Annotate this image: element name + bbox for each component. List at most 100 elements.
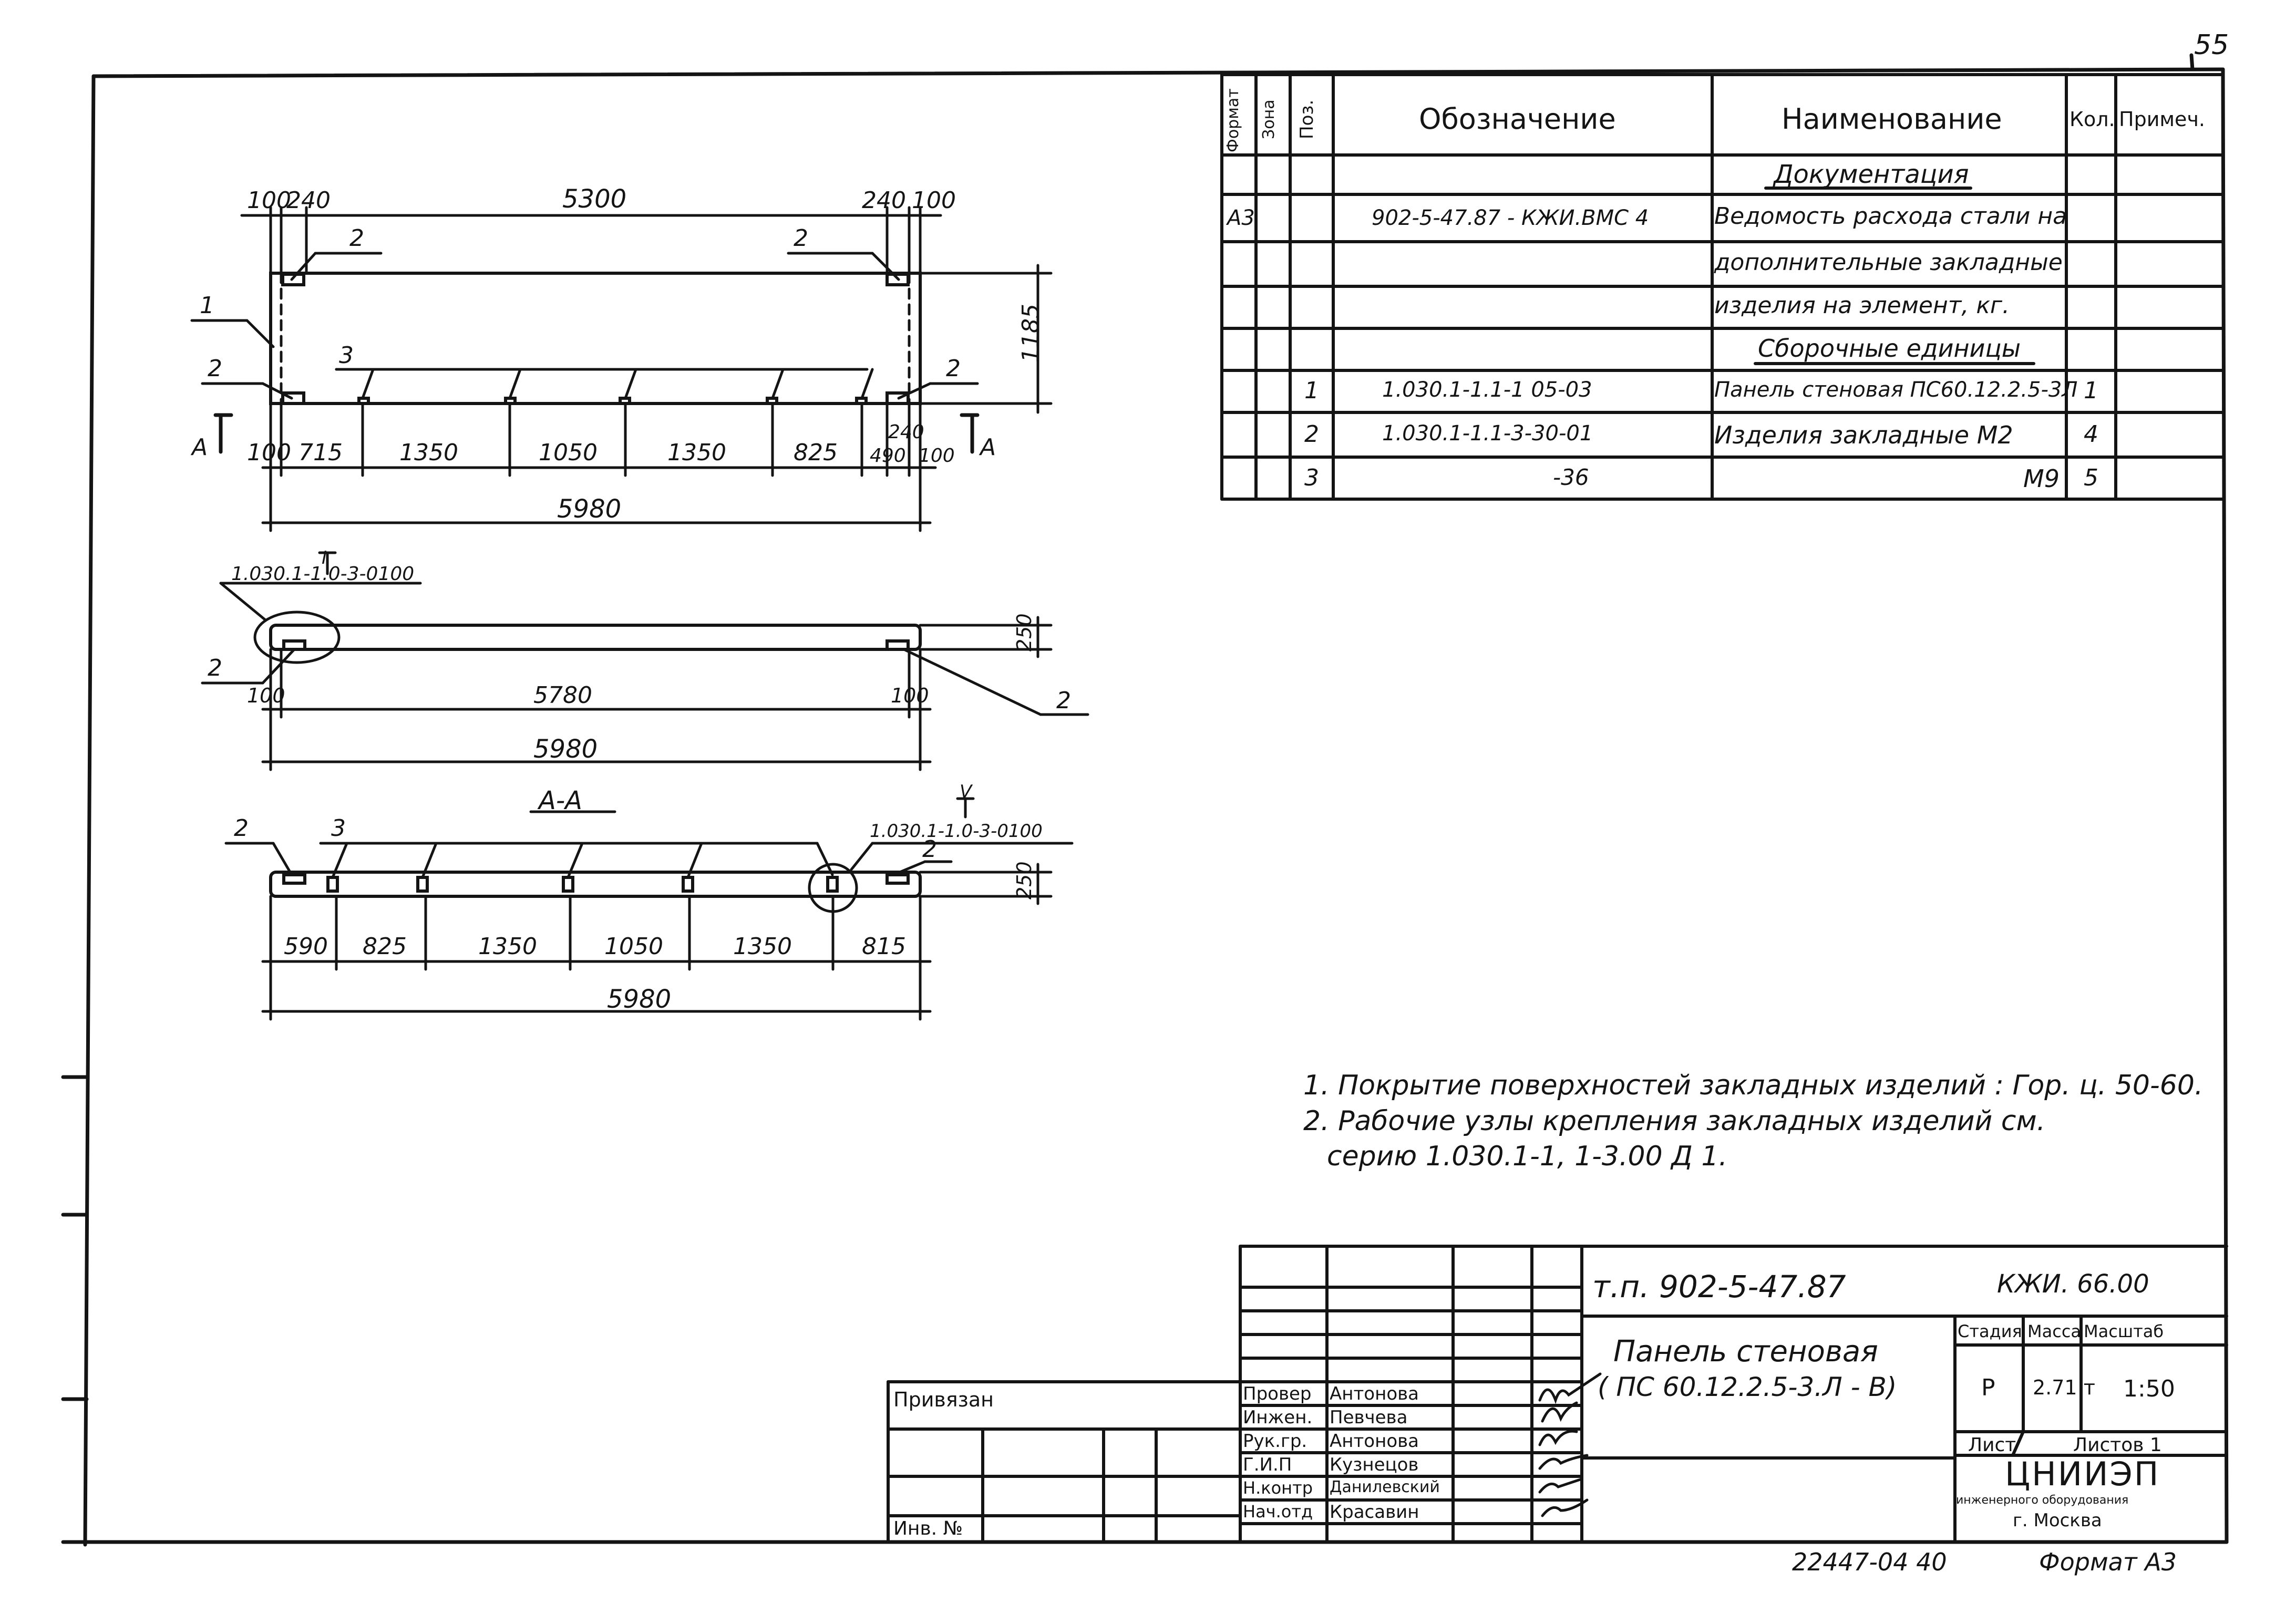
section-ref-mark: V [960, 781, 972, 802]
callout-3: 3 [339, 342, 354, 369]
note-1: 1. Покрытие поверхностей закладных издел… [1303, 1070, 2204, 1101]
note-3: серию 1.030.1-1, 1-3.00 Д 1. [1327, 1141, 1727, 1172]
sheet-frame [61, 53, 2229, 1547]
role-2-name: Певчева [1330, 1407, 1408, 1428]
header-designation: Обозначение [1419, 102, 1616, 136]
scale-value: 1:50 [2123, 1375, 2175, 1402]
row-2-designation: 1.030.1-1.1-3-30-01 [1382, 421, 1593, 446]
callout-2-top-right: 2 [794, 225, 808, 252]
title-line-1: Панель стеновая [1613, 1334, 1878, 1369]
dim-overall-plan: 5980 [557, 494, 622, 524]
spec-table-grid [1220, 73, 2225, 501]
section-dim-590: 590 [284, 933, 328, 960]
side-dim-100-left: 100 [247, 684, 285, 707]
role-1-name: Антонова [1330, 1383, 1419, 1404]
row-3-pos: 3 [1304, 464, 1319, 491]
row-1-name: Панель стеновая ПС60.12.2.5-3Л [1714, 378, 2078, 402]
sheet-label: Лист [1968, 1434, 2016, 1456]
dim-bottom-1350-b: 1350 [667, 439, 726, 466]
page-marker: 55 [2194, 29, 2229, 61]
section-mark-right: А [980, 434, 996, 461]
inv-no: Инв. № [893, 1518, 963, 1539]
section-overall: 5980 [607, 985, 672, 1014]
section-mark-left: А [192, 434, 208, 461]
dim-top-100-right: 100 [912, 187, 956, 214]
role-5-name: Данилевский [1330, 1478, 1440, 1496]
row-1-qty: 1 [2084, 377, 2098, 404]
row-3-name: М9 [2023, 464, 2060, 493]
dim-height-1185: 1185 [1017, 304, 1044, 363]
side-view [201, 551, 1089, 771]
section-dim-1350-b: 1350 [733, 933, 792, 960]
side-dim-5780: 5780 [533, 682, 592, 709]
section-callout-2-right: 2 [922, 836, 937, 863]
dim-bottom-715: 715 [298, 439, 343, 466]
dim-bottom-490: 490 [870, 445, 906, 467]
privyazan: Привязан [893, 1388, 994, 1411]
dim-top-240-left: 240 [286, 187, 331, 214]
org-name: ЦНИИЭП [2005, 1455, 2160, 1493]
callout-2-bottom-left: 2 [208, 355, 222, 382]
callout-2-bottom-right: 2 [946, 355, 961, 382]
footer-format: Формат А3 [2039, 1548, 2177, 1576]
side-ref-mark: I [322, 547, 327, 568]
plan-view [190, 206, 1053, 532]
dim-bottom-100-right: 100 [919, 445, 955, 467]
dim-bottom-240: 240 [888, 421, 924, 443]
row-1-designation: 1.030.1-1.1-1 05-03 [1382, 378, 1592, 402]
row-1-pos: 1 [1304, 377, 1319, 404]
callout-2-top-left: 2 [349, 225, 364, 252]
side-overall: 5980 [533, 734, 598, 764]
role-3: Рук.гр. [1243, 1431, 1307, 1452]
role-3-name: Антонова [1330, 1431, 1419, 1452]
row-2-qty: 4 [2084, 421, 2098, 448]
section-units: Сборочные единицы [1758, 334, 2021, 363]
side-ref: 1.030.1-1.0-3-0100 [231, 563, 415, 585]
section-title: А-А [539, 786, 582, 815]
side-callout-2-right: 2 [1056, 687, 1071, 714]
header-zone: Зона [1260, 99, 1278, 139]
header-name: Наименование [1782, 102, 2002, 136]
dim-bottom-825: 825 [794, 439, 838, 466]
header-pos: Поз. [1296, 99, 1317, 139]
signatures [1538, 1372, 1602, 1517]
row-2-pos: 2 [1304, 421, 1319, 448]
sheets-label: Листов 1 [2073, 1434, 2162, 1456]
title-line-2: ( ПС 60.12.2.5-3.Л - В) [1598, 1372, 1897, 1402]
section-dim-825: 825 [363, 933, 407, 960]
row-3-designation: -36 [1553, 464, 1589, 490]
role-2: Инжен. [1243, 1407, 1313, 1428]
side-callout-2-left: 2 [208, 655, 222, 681]
row-2-name: Изделия закладные М2 [1714, 421, 2013, 449]
section-callout-2-left: 2 [234, 815, 249, 842]
section-dim-815: 815 [862, 933, 906, 960]
project-number: т.п. 902-5-47.87 [1592, 1269, 1846, 1305]
dim-top-100-left: 100 [247, 187, 291, 214]
role-4: Г.И.П [1243, 1454, 1292, 1475]
title-block-grid [887, 1245, 2228, 1544]
role-4-name: Кузнецов [1330, 1454, 1419, 1475]
section-ref: 1.030.1-1.0-3-0100 [870, 821, 1043, 842]
section-callout-3: 3 [331, 815, 346, 842]
mass-value: 2.71 т [2033, 1376, 2095, 1399]
section-dim-1350-a: 1350 [478, 933, 537, 960]
row-3-qty: 5 [2084, 464, 2098, 491]
stage-value: Р [1981, 1374, 1995, 1401]
doc-name-line-3: изделия на элемент, кг. [1714, 292, 2010, 319]
scale-label: Масштаб [2084, 1321, 2164, 1341]
dim-top-5300: 5300 [562, 184, 627, 214]
doc-name-line-2: дополнительные закладные [1714, 249, 2063, 276]
doc-designation: 902-5-47.87 - КЖИ.ВМС 4 [1372, 206, 1649, 230]
header-qty: Кол. [2070, 108, 2115, 131]
dim-bottom-100-left: 100 [247, 439, 291, 466]
dim-bottom-1050: 1050 [539, 439, 598, 466]
section-view [224, 797, 1074, 1021]
role-6-name: Красавин [1330, 1502, 1419, 1523]
section-thickness: 250 [1013, 861, 1036, 899]
note-2: 2. Рабочие узлы крепления закладных изде… [1303, 1105, 2046, 1137]
role-5: Н.контр [1243, 1478, 1313, 1498]
header-note: Примеч. [2119, 108, 2205, 131]
role-1: Провер [1243, 1383, 1312, 1404]
dim-top-240-right: 240 [862, 187, 906, 214]
